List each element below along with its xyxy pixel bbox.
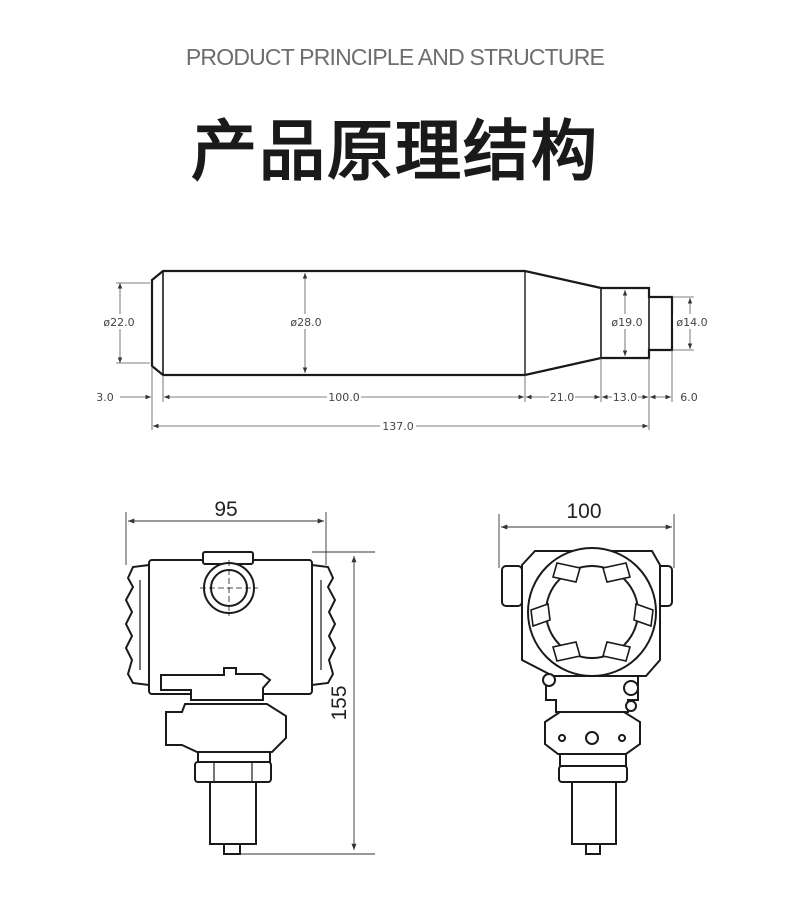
front-width-label: 95 [214, 498, 237, 521]
diameter-labels: ø22.0 ø28.0 ø19.0 ø14.0 [99, 314, 711, 329]
section-subtitle: PRODUCT PRINCIPLE AND STRUCTURE [185, 44, 605, 70]
probe-side-view [150, 269, 674, 377]
front-view-dimensions [125, 512, 375, 855]
end-width-label: 100 [566, 500, 601, 523]
end-view-dimensions [498, 514, 675, 568]
length-label-21: 21.0 [550, 391, 575, 404]
probe-outline [150, 269, 674, 377]
length-label-3: 3.0 [96, 391, 114, 404]
transmitter-front-view [124, 551, 337, 855]
front-height-label: 155 [328, 685, 351, 720]
transmitter-end-view [501, 547, 673, 855]
length-label-6: 6.0 [680, 391, 698, 404]
section-title: 产品原理结构 [191, 113, 599, 190]
length-labels: 3.0 100.0 21.0 13.0 6.0 137.0 [96, 390, 698, 433]
length-label-100: 100.0 [328, 391, 360, 404]
total-length-label: 137.0 [382, 420, 414, 433]
diameter-label-14: ø14.0 [676, 316, 707, 329]
length-dimensions [120, 350, 673, 430]
diameter-label-22: ø22.0 [103, 316, 134, 329]
length-label-13: 13.0 [613, 391, 638, 404]
diameter-label-28: ø28.0 [290, 316, 321, 329]
diameter-label-19: ø19.0 [611, 316, 642, 329]
